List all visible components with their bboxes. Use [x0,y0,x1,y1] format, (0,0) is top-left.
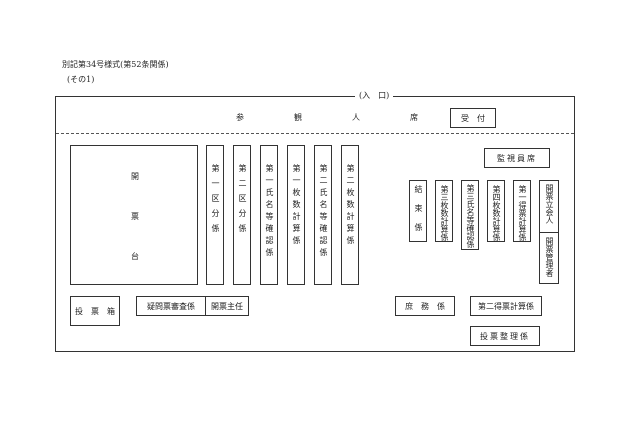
second-sorting-clerk-label: 第二区分係 [238,164,247,239]
second-name-check-clerk-label: 第二氏名等確認係 [319,164,328,260]
ballot-box-label: 投 票 箱 [75,306,115,316]
binding-clerk-label: 結束係 [414,185,423,242]
counting-table: 開 票 台 [70,145,198,285]
third-count-clerk: 第三枚数計算係 [435,180,453,242]
reception-label: 受 付 [461,113,485,123]
hall-frame [55,96,575,352]
third-name-check-clerk-label: 第三氏名等確認係 [466,184,475,248]
first-count-clerk: 第一枚数計算係 [287,145,305,285]
counting-table-char-3: 台 [131,252,139,261]
first-count-clerk-label: 第一枚数計算係 [292,164,301,248]
witness-manager-box: 開票立会人 開票管理者 [539,180,559,284]
general-affairs-label: 庶 務 係 [405,301,445,311]
ballot-sorting-label: 投票整理係 [480,331,530,341]
review-chief-box: 疑問票審査係 開票主任 [136,296,249,316]
form-subtitle: (その1) [67,75,95,84]
spectator-seat-char-3: 人 [352,113,360,122]
first-tally-clerk: 第一得票計算係 [513,180,531,242]
spectator-divider [56,133,574,134]
binding-clerk: 結束係 [409,180,427,242]
third-name-check-clerk: 第三氏名等確認係 [461,180,479,250]
ballot-sorting-clerk: 投票整理係 [470,326,540,346]
spectator-seat-char-2: 観 [294,113,302,122]
spectator-seat-char-4: 席 [410,113,418,122]
second-count-clerk-label: 第二枚数計算係 [346,164,355,248]
first-sorting-clerk: 第一区分係 [206,145,224,285]
second-sorting-clerk: 第二区分係 [233,145,251,285]
fourth-count-clerk-label: 第四枚数計算係 [492,185,501,241]
spectator-seat-char-1: 参 [236,113,244,122]
first-tally-clerk-label: 第一得票計算係 [518,185,527,241]
witness-label: 開票立会人 [545,184,554,224]
observers-seat: 監視員席 [484,148,550,168]
first-name-check-clerk: 第一氏名等確認係 [260,145,278,285]
first-sorting-clerk-label: 第一区分係 [211,164,220,239]
counting-table-char-2: 票 [131,212,139,221]
entrance-label: (入 口) [355,92,394,100]
second-tally-label: 第二得票計算係 [478,301,534,311]
observers-seat-label: 監視員席 [497,153,537,163]
ballot-box: 投 票 箱 [70,296,120,326]
counting-chief-label: 開票主任 [211,301,243,311]
doubtful-ballot-clerk-label: 疑問票審査係 [147,301,195,311]
second-tally-clerk: 第二得票計算係 [470,296,542,316]
third-count-clerk-label: 第三枚数計算係 [440,185,449,241]
reception-box: 受 付 [450,108,496,128]
first-name-check-clerk-label: 第一氏名等確認係 [265,164,274,260]
second-count-clerk: 第二枚数計算係 [341,145,359,285]
manager-label: 開票管理者 [545,237,554,277]
counting-table-char-1: 開 [131,172,139,181]
second-name-check-clerk: 第二氏名等確認係 [314,145,332,285]
form-title: 別記第34号様式(第52条関係) [62,60,169,69]
fourth-count-clerk: 第四枚数計算係 [487,180,505,242]
general-affairs-clerk: 庶 務 係 [395,296,455,316]
